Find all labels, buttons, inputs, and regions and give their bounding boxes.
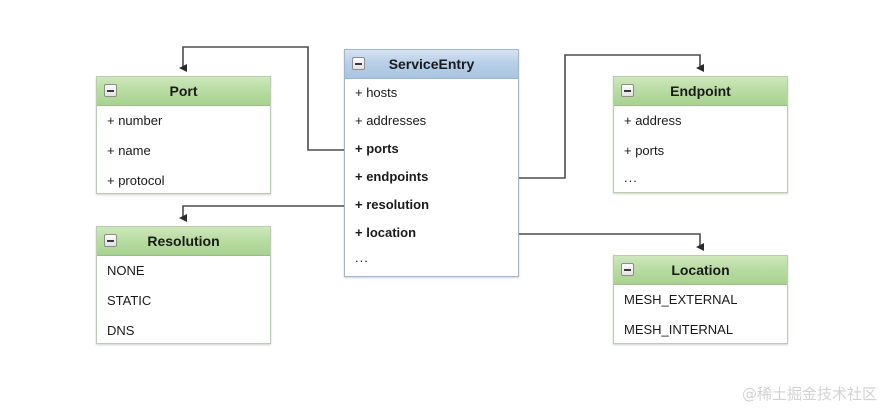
class-body-resolution: NONE STATIC DNS [97, 256, 270, 346]
class-node-port[interactable]: Port + number + name + protocol [96, 76, 271, 194]
class-title: Resolution [147, 233, 220, 249]
class-body-endpoint: + address + ports ... [614, 106, 787, 196]
minus-icon[interactable] [621, 263, 634, 276]
class-header-serviceentry: ServiceEntry [345, 50, 518, 79]
edge-resolution-to-resolution [179, 205, 344, 222]
class-body-port: + number + name + protocol [97, 106, 270, 196]
class-node-serviceentry[interactable]: ServiceEntry + hosts + addresses + ports… [344, 49, 519, 277]
class-header-endpoint: Endpoint [614, 77, 787, 106]
watermark: @稀土掘金技术社区 [741, 385, 877, 403]
class-node-endpoint[interactable]: Endpoint + address + ports ... [613, 76, 788, 193]
class-header-port: Port [97, 77, 270, 106]
class-attribute: + ports [624, 143, 665, 158]
class-attribute: + address [624, 113, 682, 128]
class-attribute: + endpoints [355, 169, 429, 184]
enum-value: NONE [107, 263, 145, 278]
class-attribute: + ports [355, 141, 399, 156]
class-title: ServiceEntry [388, 56, 475, 72]
edge-location-to-location [519, 233, 704, 251]
minus-icon[interactable] [104, 234, 117, 247]
class-node-resolution[interactable]: Resolution NONE STATIC DNS [96, 226, 271, 344]
enum-value: DNS [107, 323, 135, 338]
class-node-location[interactable]: Location MESH_EXTERNAL MESH_INTERNAL [613, 255, 788, 344]
class-title: Endpoint [670, 83, 731, 99]
class-body-location: MESH_EXTERNAL MESH_INTERNAL [614, 285, 787, 345]
class-attribute: + addresses [355, 113, 427, 128]
minus-icon[interactable] [352, 57, 365, 70]
class-attribute: + location [355, 225, 417, 240]
class-title: Location [671, 262, 730, 278]
class-attribute-ellipsis: ... [624, 170, 638, 185]
enum-value: MESH_EXTERNAL [624, 292, 738, 307]
class-attribute: + name [107, 143, 151, 158]
class-header-location: Location [614, 256, 787, 285]
minus-icon[interactable] [104, 84, 117, 97]
class-attribute: + resolution [355, 197, 430, 212]
class-attribute: + protocol [107, 173, 165, 188]
class-attribute: + number [107, 113, 163, 128]
class-body-serviceentry: + hosts + addresses + ports + endpoints … [345, 79, 518, 275]
class-attribute-ellipsis: ... [355, 250, 369, 265]
enum-value: MESH_INTERNAL [624, 322, 734, 337]
class-title: Port [169, 83, 198, 99]
class-header-resolution: Resolution [97, 227, 270, 256]
class-attribute: + hosts [355, 85, 398, 100]
enum-value: STATIC [107, 293, 152, 308]
minus-icon[interactable] [621, 84, 634, 97]
